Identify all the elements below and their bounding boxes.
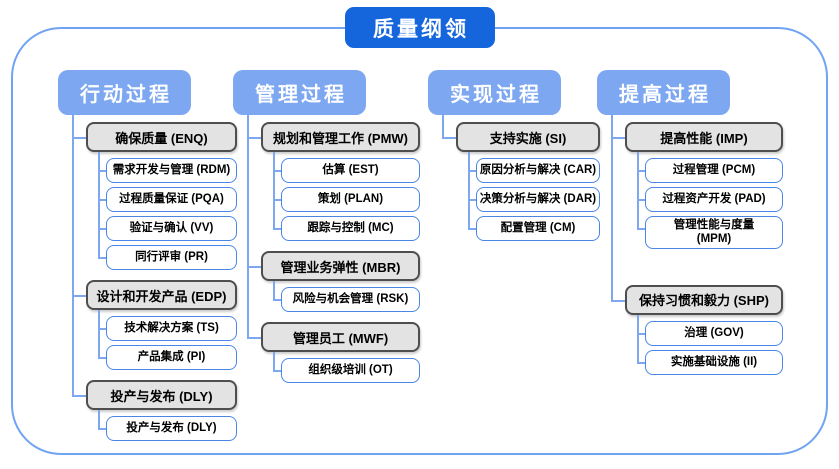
group-list: 规划和管理工作 (PMW) 估算 (EST) 策划 (PLAN) 跟踪与控制 (MC)… (233, 115, 420, 383)
leaf-wrap: 过程资产开发 (PAD) (625, 183, 783, 212)
column-header: 实现过程 (428, 70, 561, 115)
leaf-wrap: 治理 (GOV) (625, 314, 783, 346)
process-group: 投产与发布 (DLY) 投产与发布 (DLY) (58, 370, 237, 441)
leaf-box: 实施基础设施 (II) (645, 349, 783, 375)
leaf-box: 配置管理 (CM) (476, 216, 600, 241)
leaf-box: 过程资产开发 (PAD) (645, 187, 783, 212)
process-group: 提高性能 (IMP) 过程管理 (PCM) 过程资产开发 (PAD) 管理性能与度量 … (597, 115, 783, 249)
process-group: 保持习惯和毅力 (SHP) 治理 (GOV) 实施基础设施 (II) (597, 248, 783, 375)
group-box: 投产与发布 (DLY) (86, 380, 237, 410)
leaf-list: 需求开发与管理 (RDM) 过程质量保证 (PQA) 验证与确认 (VV) 同行评审 … (86, 152, 237, 270)
leaf-list: 风险与机会管理 (RSK) (261, 281, 420, 312)
process-group: 支持实施 (SI) 原因分析与解决 (CAR) 决策分析与解决 (DAR) 配置管理 … (428, 115, 600, 241)
leaf-wrap: 跟踪与控制 (MC) (261, 212, 420, 241)
process-column-2: 管理过程规划和管理工作 (PMW) 估算 (EST) 策划 (PLAN) 跟踪与控制 … (233, 70, 420, 383)
leaf-wrap: 实施基础设施 (II) (625, 345, 783, 375)
diagram-title: 质量纲领 (344, 7, 495, 48)
group-box: 管理业务弹性 (MBR) (261, 251, 420, 281)
group-list: 确保质量 (ENQ) 需求开发与管理 (RDM) 过程质量保证 (PQA) 验证与确认… (58, 115, 237, 441)
group-box: 保持习惯和毅力 (SHP) (625, 284, 783, 315)
leaf-wrap: 需求开发与管理 (RDM) (86, 152, 237, 183)
leaf-wrap: 配置管理 (CM) (456, 212, 600, 241)
leaf-box: 决策分析与解决 (DAR) (476, 187, 600, 212)
column-header: 提高过程 (597, 70, 730, 115)
leaf-box: 跟踪与控制 (MC) (281, 216, 420, 241)
leaf-list: 原因分析与解决 (CAR) 决策分析与解决 (DAR) 配置管理 (CM) (456, 152, 600, 241)
process-column-1: 行动过程确保质量 (ENQ) 需求开发与管理 (RDM) 过程质量保证 (PQA) 验… (58, 70, 237, 441)
group-box: 规划和管理工作 (PMW) (261, 122, 420, 152)
group-box: 管理员工 (MWF) (261, 322, 420, 352)
diagram-title-label: 质量纲领 (373, 17, 469, 41)
leaf-box: 同行评审 (PR) (106, 245, 237, 270)
process-column-4: 提高过程提高性能 (IMP) 过程管理 (PCM) 过程资产开发 (PAD) 管理性能… (597, 70, 783, 375)
leaf-box: 技术解决方案 (TS) (106, 316, 237, 341)
leaf-list: 治理 (GOV) 实施基础设施 (II) (625, 314, 783, 375)
leaf-wrap: 同行评审 (PR) (86, 241, 237, 270)
leaf-list: 技术解决方案 (TS) 产品集成 (PI) (86, 310, 237, 370)
leaf-list: 组织级培训 (OT) (261, 352, 420, 383)
process-column-3: 实现过程支持实施 (SI) 原因分析与解决 (CAR) 决策分析与解决 (DAR) 配… (428, 70, 600, 241)
group-list: 支持实施 (SI) 原因分析与解决 (CAR) 决策分析与解决 (DAR) 配置管理 … (428, 115, 600, 241)
leaf-box: 管理性能与度量 (MPM) (645, 216, 783, 249)
leaf-box: 需求开发与管理 (RDM) (106, 158, 237, 183)
leaf-box: 投产与发布 (DLY) (106, 416, 237, 441)
group-box: 提高性能 (IMP) (625, 122, 783, 152)
leaf-box: 风险与机会管理 (RSK) (281, 287, 420, 312)
leaf-list: 投产与发布 (DLY) (86, 410, 237, 441)
leaf-wrap: 组织级培训 (OT) (261, 352, 420, 383)
leaf-wrap: 策划 (PLAN) (261, 183, 420, 212)
leaf-list: 估算 (EST) 策划 (PLAN) 跟踪与控制 (MC) (261, 152, 420, 241)
leaf-wrap: 原因分析与解决 (CAR) (456, 152, 600, 183)
group-list: 提高性能 (IMP) 过程管理 (PCM) 过程资产开发 (PAD) 管理性能与度量 … (597, 115, 783, 375)
leaf-box: 策划 (PLAN) (281, 187, 420, 212)
leaf-box: 原因分析与解决 (CAR) (476, 158, 600, 183)
leaf-wrap: 过程管理 (PCM) (625, 152, 783, 183)
leaf-box: 过程管理 (PCM) (645, 158, 783, 183)
process-group: 管理业务弹性 (MBR) 风险与机会管理 (RSK) (233, 241, 420, 312)
leaf-wrap: 估算 (EST) (261, 152, 420, 183)
group-box: 确保质量 (ENQ) (86, 122, 237, 152)
process-group: 设计和开发产品 (EDP) 技术解决方案 (TS) 产品集成 (PI) (58, 270, 237, 370)
process-group: 确保质量 (ENQ) 需求开发与管理 (RDM) 过程质量保证 (PQA) 验证与确认… (58, 115, 237, 270)
leaf-wrap: 过程质量保证 (PQA) (86, 183, 237, 212)
leaf-box: 治理 (GOV) (645, 320, 783, 346)
leaf-box: 验证与确认 (VV) (106, 216, 237, 241)
column-header: 行动过程 (58, 70, 191, 115)
leaf-wrap: 风险与机会管理 (RSK) (261, 281, 420, 312)
leaf-wrap: 管理性能与度量 (MPM) (625, 212, 783, 249)
leaf-wrap: 投产与发布 (DLY) (86, 410, 237, 441)
leaf-box: 过程质量保证 (PQA) (106, 187, 237, 212)
leaf-box: 组织级培训 (OT) (281, 358, 420, 383)
process-group: 规划和管理工作 (PMW) 估算 (EST) 策划 (PLAN) 跟踪与控制 (MC) (233, 115, 420, 241)
column-header: 管理过程 (233, 70, 366, 115)
leaf-list: 过程管理 (PCM) 过程资产开发 (PAD) 管理性能与度量 (MPM) (625, 152, 783, 249)
process-group: 管理员工 (MWF) 组织级培训 (OT) (233, 312, 420, 383)
leaf-wrap: 决策分析与解决 (DAR) (456, 183, 600, 212)
group-box: 设计和开发产品 (EDP) (86, 280, 237, 310)
group-box: 支持实施 (SI) (456, 122, 600, 152)
leaf-box: 估算 (EST) (281, 158, 420, 183)
leaf-box: 产品集成 (PI) (106, 345, 237, 370)
leaf-wrap: 验证与确认 (VV) (86, 212, 237, 241)
leaf-wrap: 技术解决方案 (TS) (86, 310, 237, 341)
leaf-wrap: 产品集成 (PI) (86, 341, 237, 370)
